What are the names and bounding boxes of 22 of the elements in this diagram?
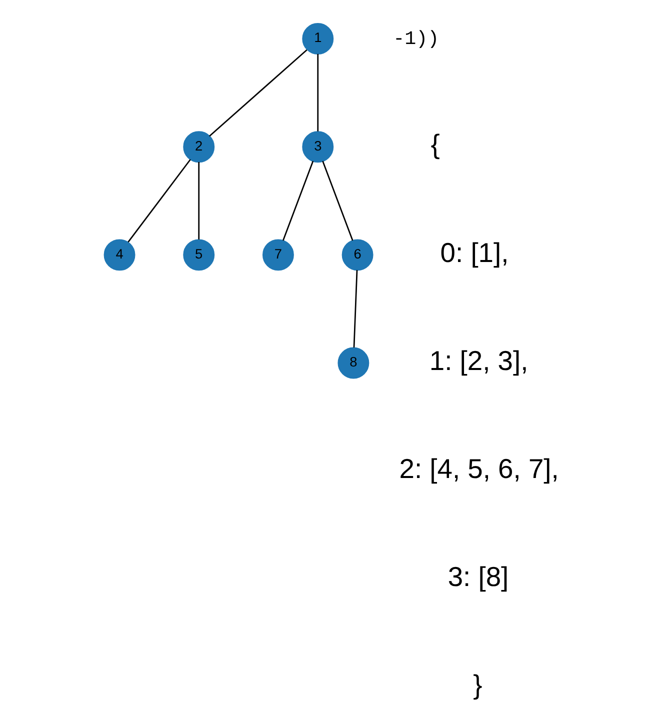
node-circle: 2 [182, 131, 214, 163]
label: 3: [8] [447, 560, 508, 592]
label: 2: [4, 5, 6, 7], [398, 452, 558, 484]
node-circle: 7 [262, 239, 294, 271]
connector [352, 270, 358, 348]
connector [198, 162, 200, 240]
connector [282, 160, 314, 241]
label: 0: [1], [440, 236, 508, 268]
node-circle: 8 [337, 347, 369, 379]
label: 1: [2, 3], [428, 344, 528, 376]
node-circle: 4 [103, 239, 135, 271]
node-circle: 3 [302, 131, 334, 163]
label: { [430, 128, 440, 160]
connector [127, 159, 190, 242]
connector [322, 160, 353, 241]
node-circle: 1 [302, 23, 334, 55]
node-circle: 6 [341, 239, 373, 271]
connector [208, 49, 307, 137]
node-circle: 5 [182, 239, 214, 271]
label: -1)) [392, 28, 439, 50]
connector [316, 54, 318, 132]
label: } [472, 669, 482, 700]
